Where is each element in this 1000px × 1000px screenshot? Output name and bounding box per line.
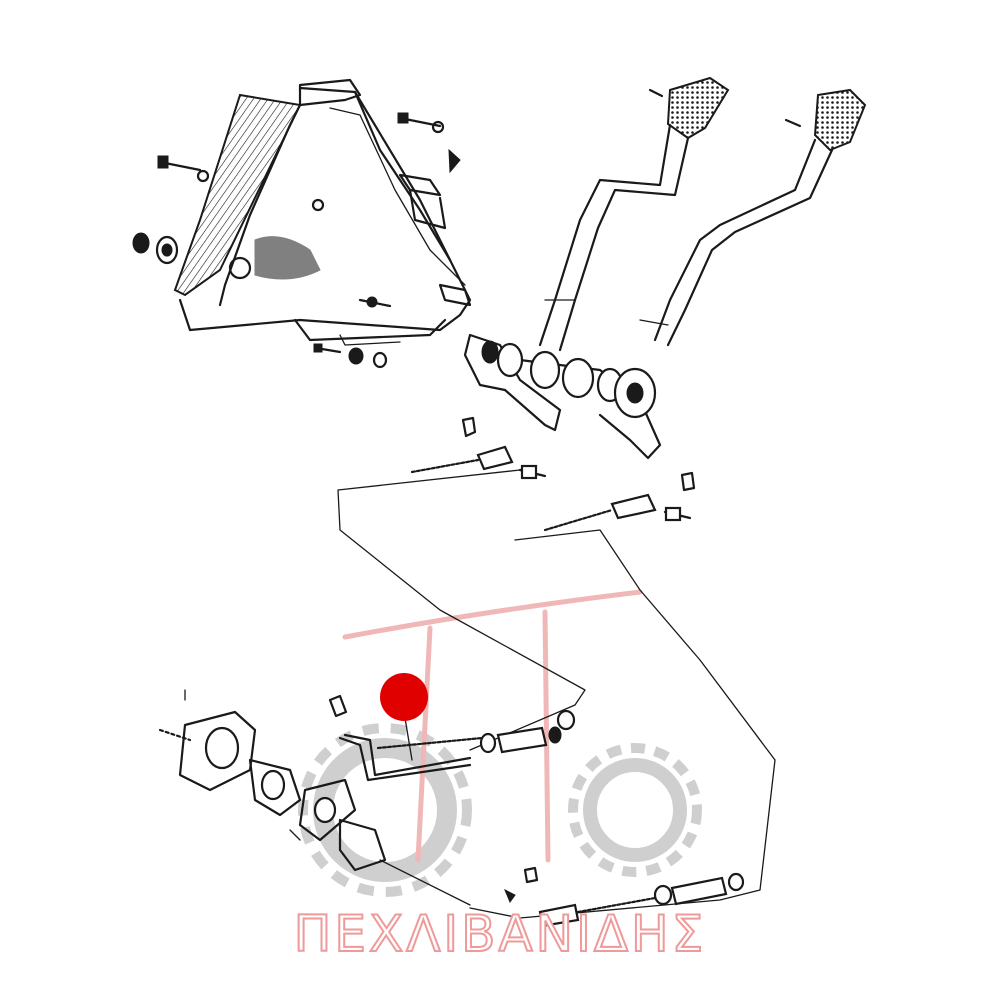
housing-fasteners	[132, 112, 461, 369]
cable-clip-upper	[461, 416, 696, 492]
cable-end-lower	[504, 866, 745, 928]
hand-lever-right	[639, 88, 867, 347]
mount-bracket-flange	[158, 689, 471, 906]
watermark-wheel-right	[568, 743, 702, 877]
belt-guard-housing	[173, 78, 472, 346]
control-cable-lower	[469, 493, 776, 919]
watermark-text: ΠΕΧΛΙΒΑΝΙΔΗΣ	[293, 904, 707, 964]
callout-marker	[380, 673, 428, 761]
red-marker-dot	[380, 673, 428, 721]
selector-rod	[328, 694, 576, 782]
control-cable-upper	[337, 445, 586, 751]
lever-pivot-assembly	[463, 88, 802, 460]
hand-lever-left	[538, 76, 730, 352]
